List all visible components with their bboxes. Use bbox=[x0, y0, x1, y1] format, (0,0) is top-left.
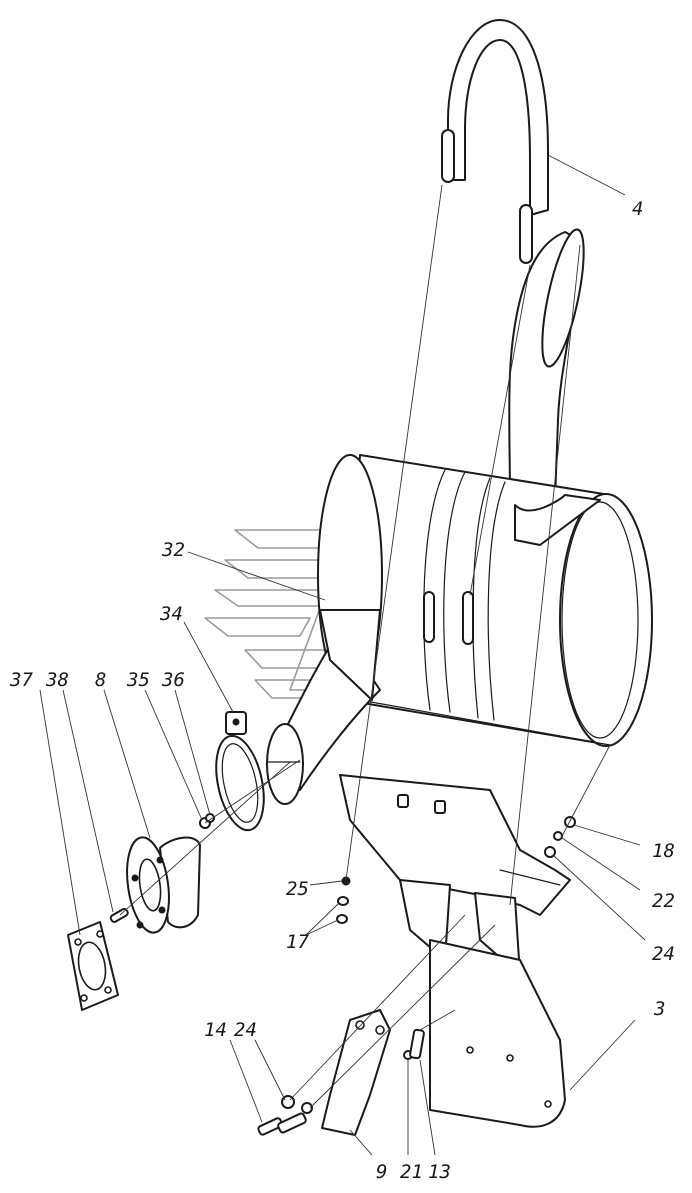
callout-14: 14 bbox=[204, 1019, 227, 1041]
heat-shield-part-3 bbox=[429, 939, 566, 1128]
callout-17: 17 bbox=[286, 931, 309, 953]
callout-37: 37 bbox=[9, 669, 33, 691]
assembly-lines bbox=[39, 154, 646, 1156]
callout-labels: 4 32 34 37 38 8 35 36 25 17 18 22 24 3 1… bbox=[9, 198, 675, 1183]
callout-21: 21 bbox=[400, 1161, 423, 1183]
callout-36: 36 bbox=[161, 669, 185, 691]
callout-4: 4 bbox=[632, 198, 643, 220]
callout-18: 18 bbox=[652, 840, 675, 862]
callout-13: 13 bbox=[428, 1161, 451, 1183]
clamp-part-34 bbox=[215, 711, 265, 832]
callout-24-right: 24 bbox=[652, 943, 675, 965]
callout-25: 25 bbox=[286, 878, 309, 900]
flange-part-8 bbox=[126, 836, 201, 934]
callout-8: 8 bbox=[95, 669, 106, 691]
gasket-part-37 bbox=[67, 921, 119, 1011]
callout-32: 32 bbox=[161, 539, 185, 561]
callout-3: 3 bbox=[653, 998, 665, 1020]
lower-bracket-part-9 bbox=[321, 1009, 391, 1136]
callout-38: 38 bbox=[45, 669, 69, 691]
callout-35: 35 bbox=[126, 669, 150, 691]
callout-34: 34 bbox=[159, 603, 183, 625]
outlet-pipe bbox=[508, 228, 585, 501]
inlet-pipe bbox=[266, 609, 381, 805]
callout-22: 22 bbox=[652, 890, 675, 912]
callout-9: 9 bbox=[376, 1161, 387, 1183]
strap-part-4 bbox=[441, 19, 549, 264]
callout-24-left: 24 bbox=[234, 1019, 257, 1041]
